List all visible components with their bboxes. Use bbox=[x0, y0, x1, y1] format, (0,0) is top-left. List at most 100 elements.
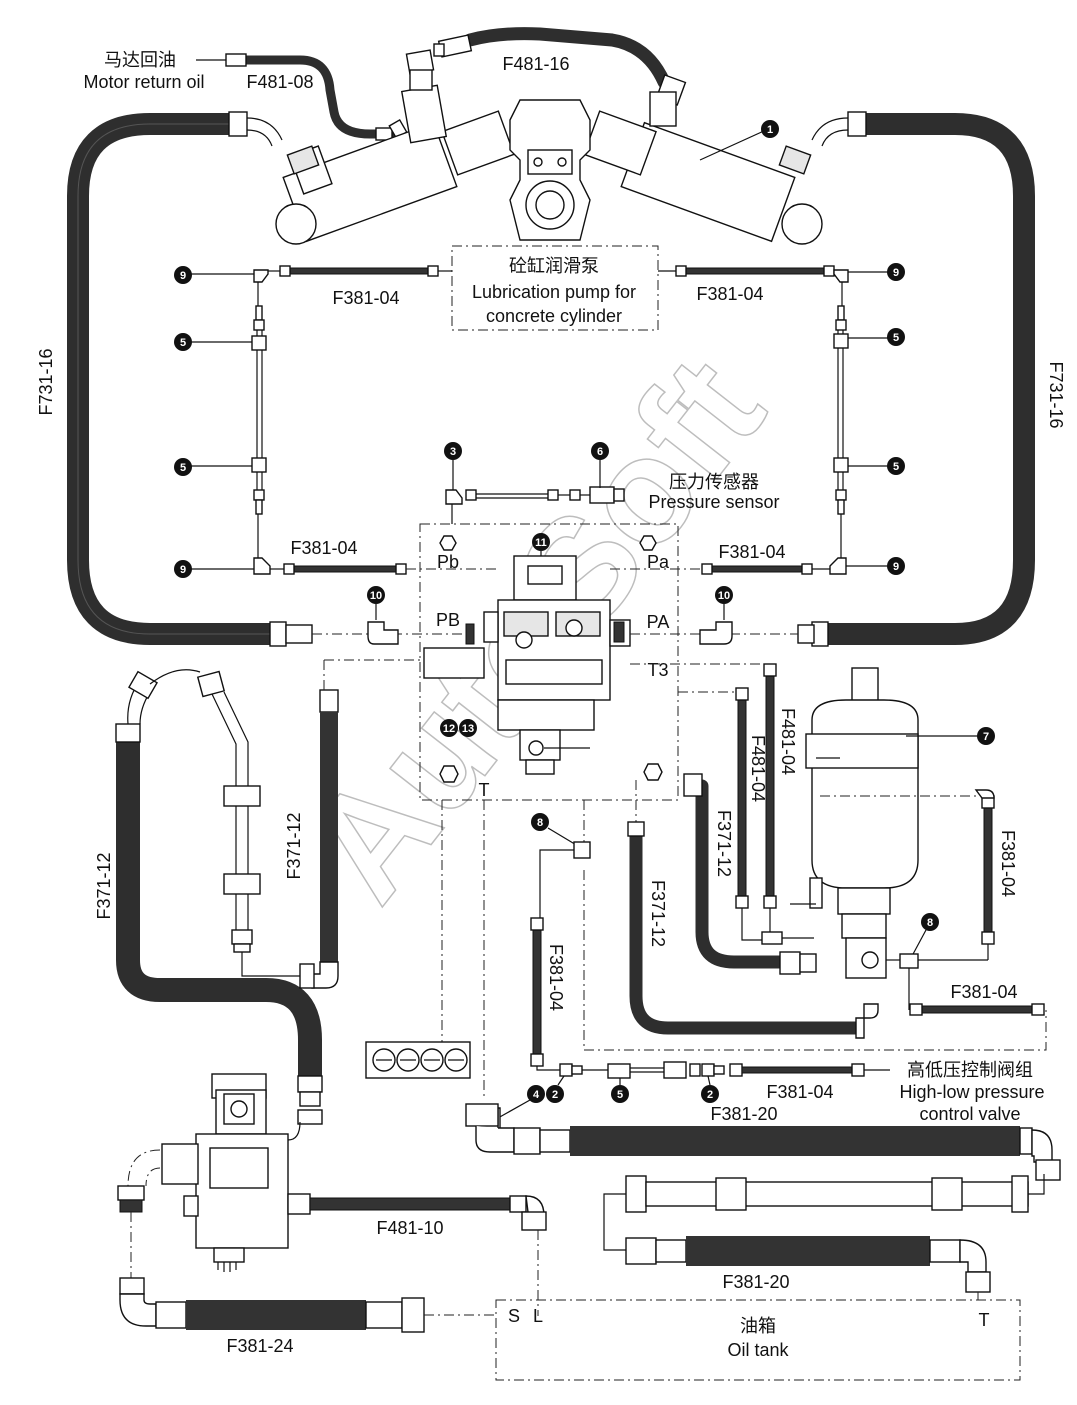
svg-text:13: 13 bbox=[462, 723, 474, 735]
lube-tube-left bbox=[251, 305, 271, 575]
lubrication-pump-cn-label: 砼缸润滑泵 bbox=[509, 255, 599, 277]
hose-f381-24 bbox=[117, 1185, 496, 1333]
high-low-valve-cn-label: 高低压控制阀组 bbox=[907, 1060, 1033, 1081]
hose-f381-04-right-vertical bbox=[820, 789, 995, 945]
main-valve-block bbox=[423, 555, 631, 775]
motor-return-oil-cn-label: 马达回油 bbox=[104, 50, 176, 71]
callout-5-l1: 5 bbox=[174, 333, 252, 351]
callout-5-r1: 5 bbox=[848, 328, 905, 346]
callout-5-r2: 5 bbox=[848, 457, 905, 475]
svg-text:5: 5 bbox=[893, 461, 899, 473]
svg-text:5: 5 bbox=[180, 462, 186, 474]
accumulator bbox=[790, 667, 919, 979]
hose-label-f371-12-c: F371-12 bbox=[714, 810, 734, 877]
port-hex-pa bbox=[639, 535, 657, 551]
svg-text:9: 9 bbox=[893, 561, 899, 573]
hose-label-f481-10: F481-10 bbox=[376, 1218, 443, 1238]
hose-label-f731-16-left: F731-16 bbox=[36, 348, 56, 415]
svg-text:12: 12 bbox=[443, 723, 455, 735]
hose-label-f381-04-v: F381-04 bbox=[546, 944, 566, 1011]
high-low-valve-label-2: control valve bbox=[919, 1104, 1020, 1124]
callout-9-br: 9 bbox=[846, 557, 905, 575]
hose-f381-04-r3 bbox=[909, 1003, 1045, 1016]
pipe-f381-20-mid bbox=[603, 1174, 1045, 1251]
motor-return-oil-label: Motor return oil bbox=[83, 72, 204, 92]
lubrication-pump-label: Lubrication pump for bbox=[472, 282, 636, 302]
hose-label-f481-16: F481-16 bbox=[502, 54, 569, 74]
callout-2-right: 2 bbox=[701, 1075, 719, 1103]
callout-8-center: 8 bbox=[531, 813, 591, 920]
callout-9-tl: 9 bbox=[174, 266, 254, 284]
hose-f481-04-b bbox=[741, 663, 814, 945]
hose-f481-04-a bbox=[735, 687, 749, 909]
callout-11: 11 bbox=[532, 533, 550, 556]
hose-f371-12-d bbox=[627, 821, 879, 1039]
port-label-t: T bbox=[479, 780, 490, 800]
hose-label-f381-04-tr: F381-04 bbox=[696, 284, 763, 304]
lube-line-mid-right bbox=[610, 563, 830, 575]
svg-text:2: 2 bbox=[552, 1089, 558, 1101]
callout-5-bottom: 5 bbox=[611, 1078, 629, 1103]
hose-f381-04-vertical bbox=[530, 917, 560, 1071]
hose-label-f381-04-ml: F381-04 bbox=[290, 538, 357, 558]
callout-13: 13 bbox=[459, 719, 477, 737]
tank-port-t: T bbox=[979, 1310, 990, 1330]
svg-text:1: 1 bbox=[767, 124, 773, 136]
hose-label-f371-12-long: F371-12 bbox=[94, 852, 114, 919]
lubrication-pump-label-2: concrete cylinder bbox=[486, 306, 622, 326]
callout-9-tr: 9 bbox=[848, 263, 905, 281]
lube-line-top-right bbox=[658, 265, 849, 306]
fitting bbox=[797, 624, 815, 644]
port-label-pb-small: Pb bbox=[437, 552, 459, 572]
svg-text:6: 6 bbox=[597, 446, 603, 458]
lube-tube-right bbox=[829, 305, 849, 575]
svg-text:8: 8 bbox=[927, 917, 933, 929]
svg-text:10: 10 bbox=[370, 590, 382, 602]
main-pump bbox=[127, 1073, 301, 1272]
port-hex-bl bbox=[439, 765, 459, 783]
callout-12: 12 bbox=[440, 719, 458, 737]
lubrication-pump-box bbox=[451, 245, 659, 331]
port-label-pa-small: Pa bbox=[647, 552, 670, 572]
port-label-pb: PB bbox=[436, 610, 460, 630]
hose-f481-16 bbox=[405, 27, 687, 106]
port-label-pa: PA bbox=[647, 612, 670, 632]
hose-f481-10 bbox=[287, 1193, 547, 1316]
hose-f371-12-vertical bbox=[299, 660, 339, 989]
hose-label-f371-12-d: F371-12 bbox=[648, 880, 668, 947]
callout-8-right: 8 bbox=[886, 913, 989, 1010]
svg-text:9: 9 bbox=[180, 564, 186, 576]
fitting bbox=[228, 111, 248, 137]
hose-f381-20-lower bbox=[625, 1236, 991, 1293]
hose-f371-12-c bbox=[683, 773, 817, 975]
tank-port-s: S bbox=[508, 1306, 520, 1326]
svg-text:8: 8 bbox=[537, 817, 543, 829]
oil-tank-label: Oil tank bbox=[727, 1340, 789, 1360]
hose-label-f731-16-right: F731-16 bbox=[1046, 361, 1066, 428]
callout-1: 1 bbox=[699, 120, 779, 161]
hose-f731-16-right bbox=[817, 113, 1035, 645]
hose-label-f481-04-a: F481-04 bbox=[748, 735, 768, 802]
hose-f371-12-long bbox=[115, 669, 323, 1125]
hose-label-f371-12-b: F371-12 bbox=[284, 812, 304, 879]
fitting bbox=[847, 111, 867, 137]
callout-7: 7 bbox=[906, 727, 995, 745]
lube-line-top-left bbox=[253, 265, 452, 306]
svg-text:2: 2 bbox=[707, 1089, 713, 1101]
pressure-sensor-cn-label: 压力传感器 bbox=[669, 472, 759, 493]
callout-9-bl: 9 bbox=[174, 560, 254, 578]
lube-line-mid-left bbox=[270, 563, 500, 575]
swing-valve-body bbox=[509, 99, 591, 241]
hose-label-f481-08: F481-08 bbox=[246, 72, 313, 92]
svg-text:5: 5 bbox=[893, 332, 899, 344]
callout-4: 4 bbox=[497, 1085, 545, 1119]
hose-label-f381-04-tl: F381-04 bbox=[332, 288, 399, 308]
svg-text:7: 7 bbox=[983, 731, 989, 743]
port-hex-pb bbox=[439, 535, 457, 551]
callout-10-left: 10 bbox=[367, 586, 399, 645]
oil-tank-cn-label: 油箱 bbox=[740, 1316, 776, 1337]
hose-label-f481-04-b: F481-04 bbox=[778, 708, 798, 775]
svg-text:5: 5 bbox=[617, 1089, 623, 1101]
svg-text:10: 10 bbox=[718, 590, 730, 602]
